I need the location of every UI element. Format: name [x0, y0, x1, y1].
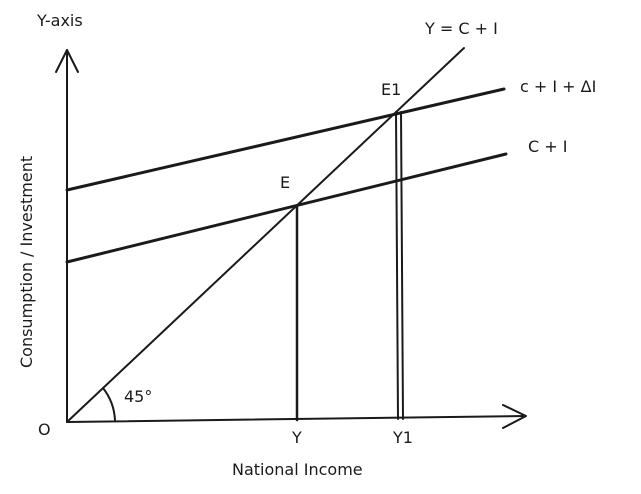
- upper-line-label: c + I + ΔI: [520, 77, 596, 96]
- line-c-plus-i: [65, 152, 508, 264]
- x-axis-line: [66, 415, 525, 423]
- angle-label: 45°: [124, 387, 152, 406]
- angle-arc: [102, 387, 116, 421]
- point-e1-label: E1: [381, 80, 401, 99]
- x-tick-y1-label: Y1: [392, 428, 413, 447]
- y-axis-title: Y-axis: [36, 11, 83, 30]
- diagonal-line-label: Y = C + I: [424, 19, 498, 38]
- line-c-plus-i-plus-delta-i: [65, 87, 506, 192]
- x-axis-arrowhead: [502, 404, 527, 429]
- lower-line-label: C + I: [528, 137, 567, 156]
- y-axis-arrowhead: [55, 49, 79, 73]
- x-tick-y-label: Y: [291, 428, 302, 447]
- origin-label: O: [38, 420, 51, 439]
- point-e-label: E: [280, 173, 290, 192]
- line-y-equals-c-plus-i: [66, 47, 465, 423]
- vertical-line-e1-left: [395, 111, 399, 420]
- x-axis-label: National Income: [232, 460, 363, 479]
- y-axis-label: Consumption / Investment: [17, 156, 36, 368]
- vertical-line-e1-right: [400, 111, 404, 420]
